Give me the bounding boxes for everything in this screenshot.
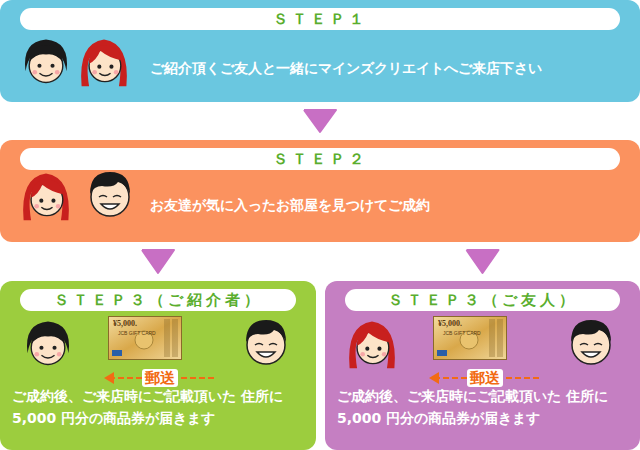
- step1-faces: [25, 40, 127, 87]
- step-description: ご成約後、ご来店時にご記載頂いた 住所に 5,000 円分の商品券が届きます: [337, 385, 633, 429]
- mail-label: 郵送: [142, 369, 178, 387]
- step-description: ご紹介頂くご友人と一緒にマインズクリエイトへご来店下さい: [150, 57, 630, 79]
- step-heading: ＳＴＥＰ３（ご友人）: [345, 289, 620, 311]
- flow-arrow: [142, 250, 174, 273]
- card-brand: JCB GIFT CARD: [443, 330, 481, 336]
- card-value: ¥5,000.: [438, 319, 462, 328]
- step-description: お友達が気に入ったお部屋を見つけてご成約: [150, 194, 630, 216]
- mail-label: 郵送: [467, 369, 503, 387]
- step-heading: ＳＴＥＰ３（ご紹介者）: [20, 289, 296, 311]
- step-panel: ＳＴＥＰ３（ご紹介者） ご成約後、ご来店時にご記載頂いた 住所に 5,000 円分…: [0, 281, 316, 450]
- card-brand: JCB GIFT CARD: [118, 330, 156, 336]
- step-heading: ＳＴＥＰ２: [20, 148, 620, 170]
- flow-arrow: [467, 250, 499, 273]
- card-value: ¥5,000.: [113, 319, 137, 328]
- step2-faces: [23, 172, 130, 220]
- flow-arrow: [304, 110, 336, 132]
- step-description: ご成約後、ご来店時にご記載頂いた 住所に 5,000 円分の商品券が届きます: [12, 385, 308, 429]
- step-panel: ＳＴＥＰ３（ご友人） ご成約後、ご来店時にご記載頂いた 住所に 5,000 円分の…: [325, 281, 640, 450]
- step-heading: ＳＴＥＰ１: [20, 8, 620, 30]
